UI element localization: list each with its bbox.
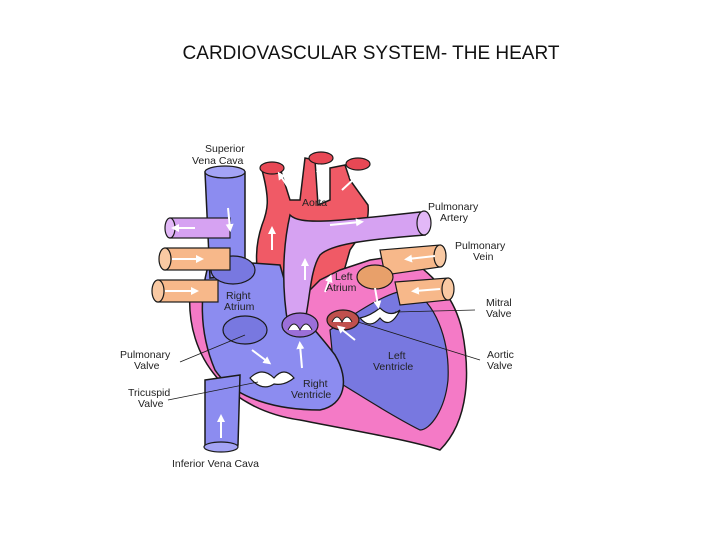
- mitral-valve-shape: [358, 307, 401, 325]
- label-pulmonary-artery: Pulmonary Artery: [428, 201, 481, 224]
- pulmonary-valve-shape: [281, 312, 319, 338]
- tricuspid-valve-shape: [249, 371, 295, 388]
- label-aorta: Aorta: [302, 197, 327, 209]
- left-atrium-chamber: [356, 264, 394, 290]
- label-left-atrium: Left Atrium: [326, 271, 357, 294]
- label-superior-vena-cava: Superior Vena Cava: [192, 143, 248, 167]
- label-right-atrium: Right Atrium: [224, 290, 255, 313]
- aorta-branch-right: [345, 157, 371, 171]
- right-heart: [201, 259, 345, 411]
- left-ventricle-chamber: [329, 289, 449, 431]
- aortic-valve-shape: [326, 309, 360, 331]
- aorta-branch-middle: [308, 151, 334, 165]
- inferior-vena-cava: [204, 374, 241, 448]
- leader-lines: [167, 309, 481, 401]
- label-right-ventricle: Right Ventricle: [291, 378, 331, 401]
- label-mitral-valve: Mitral Valve: [486, 297, 515, 320]
- label-left-ventricle: Left Ventricle: [373, 350, 413, 373]
- right-atrium-chamber: [222, 315, 268, 345]
- right-pulmonary-artery: [164, 217, 231, 239]
- left-pulmonary-vein-lower: [394, 277, 455, 306]
- aorta-branch-left: [259, 161, 285, 175]
- flow-arrows: [165, 164, 441, 438]
- label-inferior-vena-cava: Inferior Vena Cava: [172, 458, 259, 470]
- page-title: CARDIOVASCULAR SYSTEM- THE HEART: [182, 43, 560, 64]
- pulmonary-artery: [282, 210, 432, 326]
- label-pulmonary-valve: Pulmonary Valve: [120, 349, 173, 372]
- label-pulmonary-vein: Pulmonary Vein: [455, 240, 508, 263]
- label-tricuspid-valve: Tricuspid Valve: [128, 387, 173, 410]
- label-aortic-valve: Aortic Valve: [487, 349, 517, 372]
